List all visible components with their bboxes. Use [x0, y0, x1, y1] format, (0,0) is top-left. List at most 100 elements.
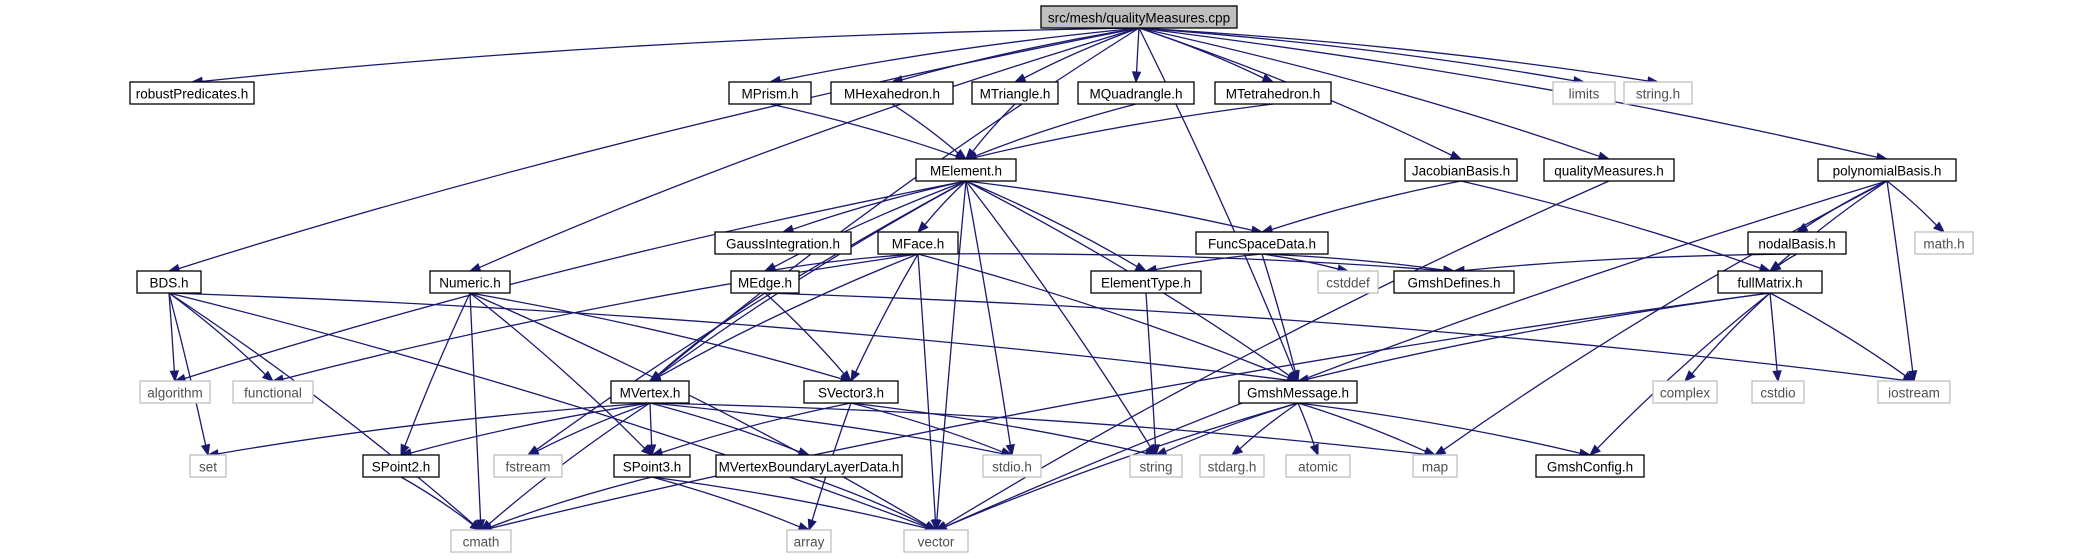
edge-line — [649, 402, 800, 453]
node-root[interactable]: src/mesh/qualityMeasures.cpp — [1040, 5, 1238, 29]
edge-line — [490, 476, 653, 528]
node-label: algorithm — [147, 386, 203, 401]
node-box — [877, 231, 959, 255]
node-funcspace[interactable]: FuncSpaceData.h — [1195, 231, 1329, 255]
edge-melement-to-funcspace — [965, 180, 1264, 235]
edge-root-to-qmh — [1138, 27, 1611, 161]
node-gmshconfig[interactable]: GmshConfig.h — [1535, 454, 1645, 478]
node-gaussint[interactable]: GaussIntegration.h — [714, 231, 852, 255]
edge-mquad-to-melement — [964, 103, 1137, 161]
node-box — [493, 454, 563, 478]
edge-mface-to-svector3 — [850, 253, 919, 383]
arrowhead-icon — [475, 519, 486, 532]
edge-melement-to-mface — [917, 180, 967, 233]
node-string[interactable]: string — [1129, 454, 1183, 478]
node-set[interactable]: set — [189, 454, 227, 478]
node-limits[interactable]: limits — [1552, 81, 1616, 105]
node-vector[interactable]: vector — [903, 529, 969, 553]
node-mface[interactable]: MFace.h — [877, 231, 959, 255]
node-cstdio[interactable]: cstdio — [1751, 380, 1805, 404]
edge-line — [965, 180, 1151, 448]
arrowhead-icon — [646, 444, 657, 457]
node-label: cstdio — [1760, 386, 1795, 401]
node-label: fstream — [505, 460, 550, 475]
arrowhead-icon — [1588, 444, 1601, 456]
edge-line — [651, 476, 927, 529]
node-mhexa[interactable]: MHexahedron.h — [830, 81, 954, 105]
node-label: qualityMeasures.h — [1554, 164, 1664, 179]
node-label: stdio.h — [992, 460, 1032, 475]
node-box — [1317, 270, 1379, 294]
edge-line — [1138, 27, 1649, 82]
node-mquad[interactable]: MQuadrangle.h — [1077, 81, 1195, 105]
arrowhead-icon — [1134, 262, 1148, 272]
node-mtri[interactable]: MTriangle.h — [971, 81, 1059, 105]
node-label: stdarg.h — [1208, 460, 1257, 475]
arrowhead-icon — [1005, 443, 1015, 457]
arrowhead-icon — [200, 443, 211, 457]
node-spoint3[interactable]: SPoint3.h — [613, 454, 691, 478]
edge-line — [1297, 402, 1581, 454]
edge-line — [1271, 180, 1462, 231]
node-functional[interactable]: functional — [232, 380, 314, 404]
node-box — [613, 454, 691, 478]
node-melement[interactable]: MElement.h — [915, 158, 1017, 182]
edge-polybasis-to-mathh — [1886, 180, 1946, 233]
node-array[interactable]: array — [786, 529, 832, 553]
node-map[interactable]: map — [1412, 454, 1458, 478]
node-cstddef[interactable]: cstddef — [1317, 270, 1379, 294]
node-mvbl[interactable]: MVertexBoundaryLayerData.h — [715, 454, 903, 478]
node-fstream[interactable]: fstream — [493, 454, 563, 478]
node-iostream[interactable]: iostream — [1877, 380, 1951, 404]
node-mtet[interactable]: MTetrahedron.h — [1214, 81, 1332, 105]
node-label: atomic — [1298, 460, 1338, 475]
node-box — [1195, 231, 1329, 255]
node-jacobian[interactable]: JacobianBasis.h — [1404, 158, 1518, 182]
node-box — [1751, 380, 1805, 404]
node-spoint2[interactable]: SPoint2.h — [362, 454, 440, 478]
edge-line — [282, 253, 919, 380]
edge-line — [901, 27, 1140, 81]
node-stdargh[interactable]: stdarg.h — [1199, 454, 1265, 478]
node-nodalbasis[interactable]: nodalBasis.h — [1747, 231, 1847, 255]
node-mvertex[interactable]: MVertex.h — [610, 380, 690, 404]
node-medge[interactable]: MEdge.h — [730, 270, 800, 294]
node-box — [1214, 81, 1332, 105]
node-numeric[interactable]: Numeric.h — [429, 270, 511, 294]
node-elemtype[interactable]: ElementType.h — [1090, 270, 1202, 294]
arrowhead-icon — [648, 370, 662, 382]
edge-line — [658, 180, 967, 377]
node-mprism[interactable]: MPrism.h — [728, 81, 812, 105]
edge-line — [975, 103, 1274, 158]
node-robust[interactable]: robustPredicates.h — [129, 81, 255, 105]
node-fullmatrix[interactable]: fullMatrix.h — [1717, 270, 1823, 294]
node-label: string — [1139, 460, 1172, 475]
edge-fullmatrix-to-gmshmsg — [1296, 292, 1771, 384]
node-polybasis[interactable]: polynomialBasis.h — [1817, 158, 1957, 182]
node-svector3[interactable]: SVector3.h — [803, 380, 899, 404]
edge-line — [168, 292, 927, 528]
arrowhead-icon — [400, 443, 410, 457]
node-stringh[interactable]: string.h — [1623, 81, 1693, 105]
edge-line — [764, 292, 845, 375]
node-gmshmsg[interactable]: GmshMessage.h — [1238, 380, 1358, 404]
node-cmath[interactable]: cmath — [450, 529, 512, 553]
edge-polybasis-to-map — [1433, 180, 1888, 456]
edge-line — [479, 27, 1140, 269]
node-complex[interactable]: complex — [1652, 380, 1718, 404]
node-box — [1199, 454, 1265, 478]
edge-gmshmsg-to-atomic — [1297, 402, 1319, 457]
edge-elemtype-to-string — [1145, 292, 1161, 457]
node-atomic[interactable]: atomic — [1285, 454, 1351, 478]
edge-line — [1023, 27, 1140, 79]
node-mathh[interactable]: math.h — [1914, 231, 1974, 255]
node-stdioh[interactable]: stdio.h — [982, 454, 1042, 478]
node-gmshdef[interactable]: GmshDefines.h — [1393, 270, 1515, 294]
edge-line — [1769, 292, 1906, 377]
node-bds[interactable]: BDS.h — [136, 270, 202, 294]
edge-line — [184, 180, 967, 380]
node-algorithm[interactable]: algorithm — [139, 380, 211, 404]
node-qmh[interactable]: qualityMeasures.h — [1543, 158, 1675, 182]
arrowhead-icon — [261, 370, 275, 382]
